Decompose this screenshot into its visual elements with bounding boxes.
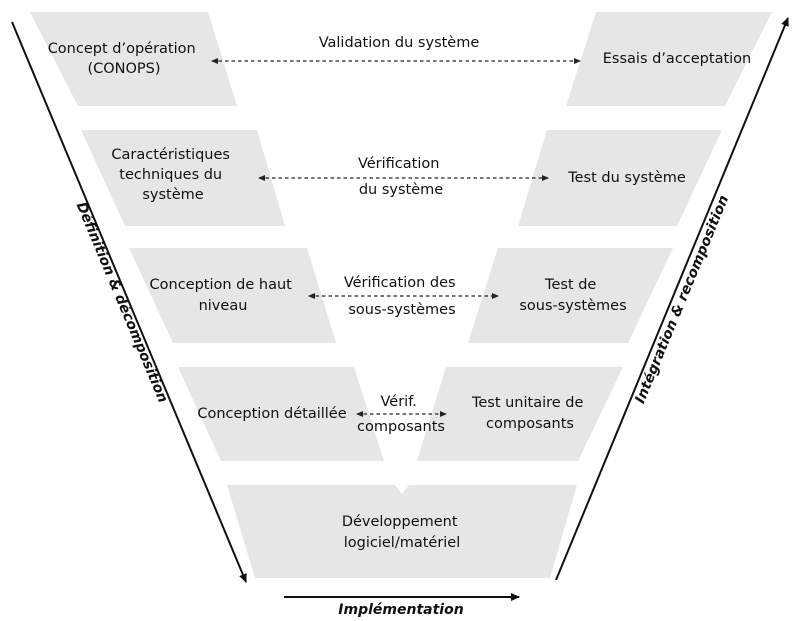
test-unitaire-label: Test unitaire de composants (471, 395, 588, 432)
test-systeme-box (518, 130, 722, 226)
conception-detaillee-label: Conception détaillée (197, 406, 346, 422)
axis-bottom-label: Implémentation (338, 602, 463, 618)
definition-arrow (11, 21, 247, 583)
test-sous-systemes-label: Test de sous-systèmes (519, 277, 626, 314)
conception-detaillee-box (178, 367, 384, 461)
concept-operation-label: Concept d’opération (CONOPS) (48, 41, 201, 77)
conception-haut-niveau-box (129, 248, 336, 343)
conception-haut-niveau-label: Conception de haut niveau (150, 277, 297, 314)
verification-systeme-label: Vérification du système (358, 156, 444, 198)
integration-arrow (555, 17, 789, 581)
verif-composants-label: Vérif. composants (357, 394, 445, 435)
caracteristiques-techniques-label: Caractéristiques techniques du système (111, 147, 234, 203)
essais-acceptation-label: Essais d’acceptation (603, 51, 751, 67)
developpement-label: Développement logiciel/matériel (342, 514, 462, 551)
verification-sous-systemes-label: Vérification des sous-systèmes (344, 275, 460, 318)
validation-systeme-label: Validation du système (319, 35, 480, 51)
developpement-box (227, 485, 577, 578)
test-unitaire-box (417, 367, 623, 461)
essais-acceptation-box (566, 12, 772, 106)
test-systeme-label: Test du système (567, 170, 686, 186)
caracteristiques-techniques-box (81, 130, 285, 226)
test-sous-systemes-box (468, 248, 673, 343)
concept-operation-box (30, 12, 237, 106)
